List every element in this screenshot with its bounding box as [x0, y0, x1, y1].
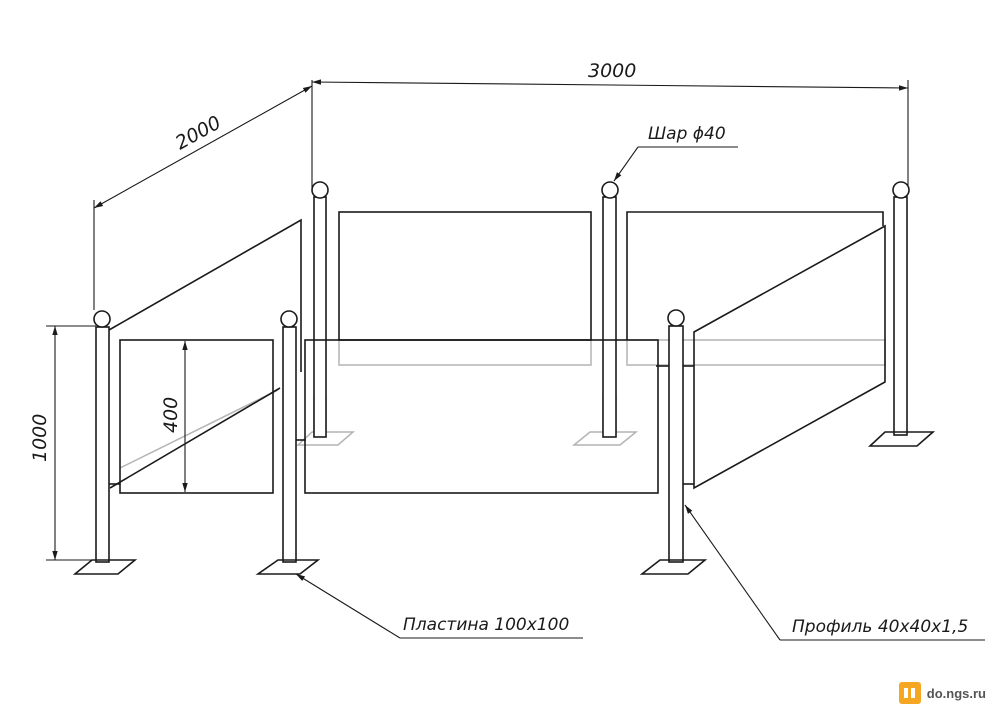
front-panel-long — [304, 339, 659, 494]
leader-plate: Пластина 100х100 — [295, 573, 583, 639]
back-post-right — [867, 181, 936, 447]
front-post-left — [72, 310, 138, 575]
leader-ball: Шар ϕ40 — [613, 124, 738, 182]
back-post-middle — [601, 181, 619, 438]
dimension-1000: 1000 — [29, 325, 96, 561]
ngs-logo-icon — [898, 682, 921, 704]
watermark: do.ngs.ru — [898, 682, 986, 704]
annotation-profile-label: Профиль 40х40х1,5 — [792, 617, 968, 637]
annotation-plate-label: Пластина 100х100 — [403, 615, 569, 635]
watermark-text: do.ngs.ru — [926, 685, 986, 701]
hidden-lines — [119, 339, 886, 469]
left-side-panel — [108, 218, 302, 489]
panel-connectors — [108, 365, 694, 485]
front-post-center — [255, 310, 321, 575]
front-panel-left — [119, 339, 274, 494]
annotation-ball-label: Шар ϕ40 — [648, 124, 726, 144]
leader-profile: Профиль 40х40х1,5 — [684, 504, 985, 641]
dimension-length-label: 3000 — [588, 60, 636, 82]
front-post-right — [639, 309, 708, 575]
dimension-panel-height-label: 400 — [160, 397, 182, 433]
dimension-width-label: 2000 — [172, 112, 225, 155]
right-side-panel — [693, 224, 886, 490]
dimension-3000: 3000 — [311, 60, 909, 185]
back-post-left — [311, 181, 329, 438]
dimension-height-label: 1000 — [29, 414, 51, 462]
dimension-400: 400 — [160, 341, 188, 492]
